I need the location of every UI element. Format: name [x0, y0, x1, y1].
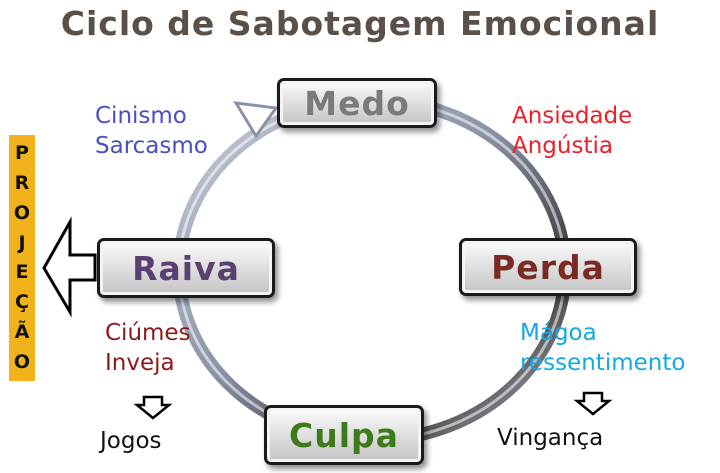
projection-letter: O	[13, 201, 31, 224]
feelings-medo-perda: Ansiedade Angústia	[512, 101, 632, 161]
feelings-perda-culpa: Mágoa ressentimento	[520, 318, 685, 378]
projection-letter: O	[13, 350, 31, 373]
feelings-raiva-medo: Cinismo Sarcasmo	[95, 101, 208, 161]
node-culpa: Culpa	[264, 405, 424, 465]
projection-letter: Ã	[14, 320, 30, 343]
diagram-title: Ciclo de Sabotagem Emocional	[60, 4, 660, 43]
feeling-inveja: Inveja	[105, 350, 175, 376]
projection-letter: J	[18, 231, 26, 254]
projection-arrow	[42, 216, 97, 318]
node-culpa-label: Culpa	[289, 415, 399, 455]
node-raiva: Raiva	[97, 238, 275, 298]
node-perda: Perda	[459, 238, 637, 296]
outcome-vinganca: Vingança	[497, 425, 604, 451]
projection-letter: P	[15, 142, 29, 165]
feeling-ressentimento: ressentimento	[520, 350, 686, 376]
feeling-ciumes: Ciúmes	[105, 320, 191, 346]
cycle-arrowhead	[233, 101, 279, 139]
projection-bar: P R O J E Ç Ã O	[9, 135, 35, 381]
feelings-culpa-raiva: Ciúmes Inveja	[105, 318, 191, 378]
feeling-cinismo: Cinismo	[95, 103, 187, 129]
node-medo-label: Medo	[304, 83, 410, 123]
projection-letter: R	[14, 172, 30, 195]
down-arrow-right	[573, 391, 613, 416]
feeling-ansiedade: Ansiedade	[512, 103, 633, 129]
feeling-sarcasmo: Sarcasmo	[95, 133, 208, 159]
node-raiva-label: Raiva	[132, 248, 240, 288]
feeling-magoa: Mágoa	[520, 320, 597, 346]
node-medo: Medo	[277, 78, 437, 128]
node-perda-label: Perda	[491, 247, 605, 287]
projection-letter: Ç	[15, 291, 29, 314]
down-arrow-left	[133, 395, 173, 420]
outcome-jogos: Jogos	[100, 428, 162, 454]
feeling-angustia: Angústia	[512, 133, 613, 159]
projection-letter: E	[15, 261, 29, 284]
